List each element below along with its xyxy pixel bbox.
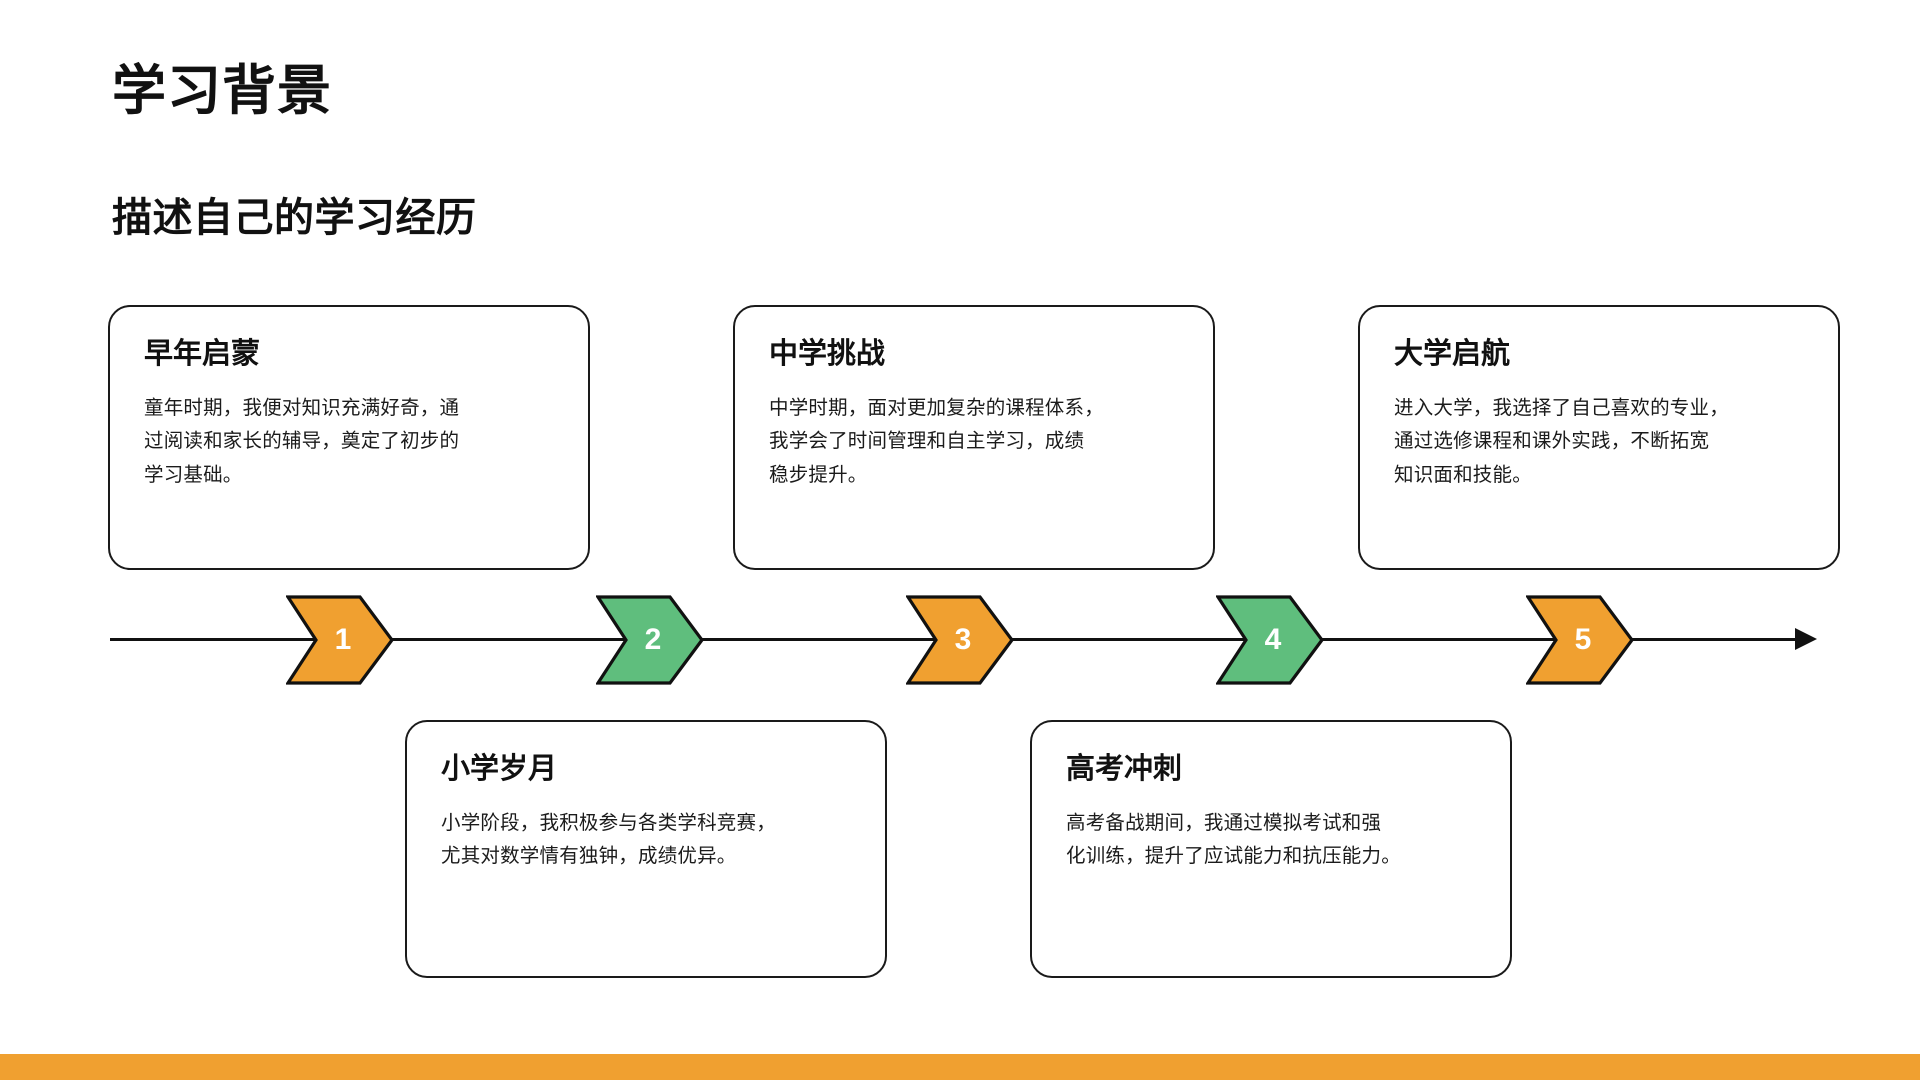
footer-accent-bar xyxy=(0,1054,1920,1080)
card-body: 小学阶段，我积极参与各类学科竞赛， 尤其对数学情有独钟，成绩优异。 xyxy=(441,811,776,868)
timeline-marker-2[interactable]: 2 xyxy=(596,595,704,685)
card-body: 中学时期，面对更加复杂的课程体系， 我学会了时间管理和自主学习，成绩 稳步提升。 xyxy=(769,396,1104,486)
timeline-axis: 1 2 3 4 5 xyxy=(0,560,1920,720)
page-title: 学习背景 xyxy=(112,61,332,121)
timeline-arrow-head-icon xyxy=(1795,628,1817,650)
timeline-card-primary-school-years[interactable]: 小学岁月 小学阶段，我积极参与各类学科竞赛， 尤其对数学情有独钟，成绩优异。 xyxy=(405,720,887,978)
card-title: 小学岁月 xyxy=(441,753,558,785)
timeline-marker-5[interactable]: 5 xyxy=(1526,595,1634,685)
timeline-marker-4[interactable]: 4 xyxy=(1216,595,1324,685)
card-title: 大学启航 xyxy=(1394,338,1511,370)
card-title: 早年启蒙 xyxy=(144,338,261,370)
card-body: 童年时期，我便对知识充满好奇，通 过阅读和家长的辅导，奠定了初步的 学习基础。 xyxy=(144,396,460,486)
card-body: 进入大学，我选择了自己喜欢的专业， 通过选修课程和课外实践，不断拓宽 知识面和技… xyxy=(1394,396,1729,486)
page-subtitle: 描述自己的学习经历 xyxy=(112,196,477,240)
card-body: 高考备战期间，我通过模拟考试和强 化训练，提升了应试能力和抗压能力。 xyxy=(1066,811,1401,868)
timeline-card-middle-school-challenge[interactable]: 中学挑战 中学时期，面对更加复杂的课程体系， 我学会了时间管理和自主学习，成绩 … xyxy=(733,305,1215,570)
timeline-marker-3[interactable]: 3 xyxy=(906,595,1014,685)
timeline-card-university-start[interactable]: 大学启航 进入大学，我选择了自己喜欢的专业， 通过选修课程和课外实践，不断拓宽 … xyxy=(1358,305,1840,570)
card-title: 高考冲刺 xyxy=(1066,753,1183,785)
card-title: 中学挑战 xyxy=(769,338,886,370)
timeline-card-gaokao-sprint[interactable]: 高考冲刺 高考备战期间，我通过模拟考试和强 化训练，提升了应试能力和抗压能力。 xyxy=(1030,720,1512,978)
timeline-marker-1[interactable]: 1 xyxy=(286,595,394,685)
timeline-card-early-enlightenment[interactable]: 早年启蒙 童年时期，我便对知识充满好奇，通 过阅读和家长的辅导，奠定了初步的 学… xyxy=(108,305,590,570)
